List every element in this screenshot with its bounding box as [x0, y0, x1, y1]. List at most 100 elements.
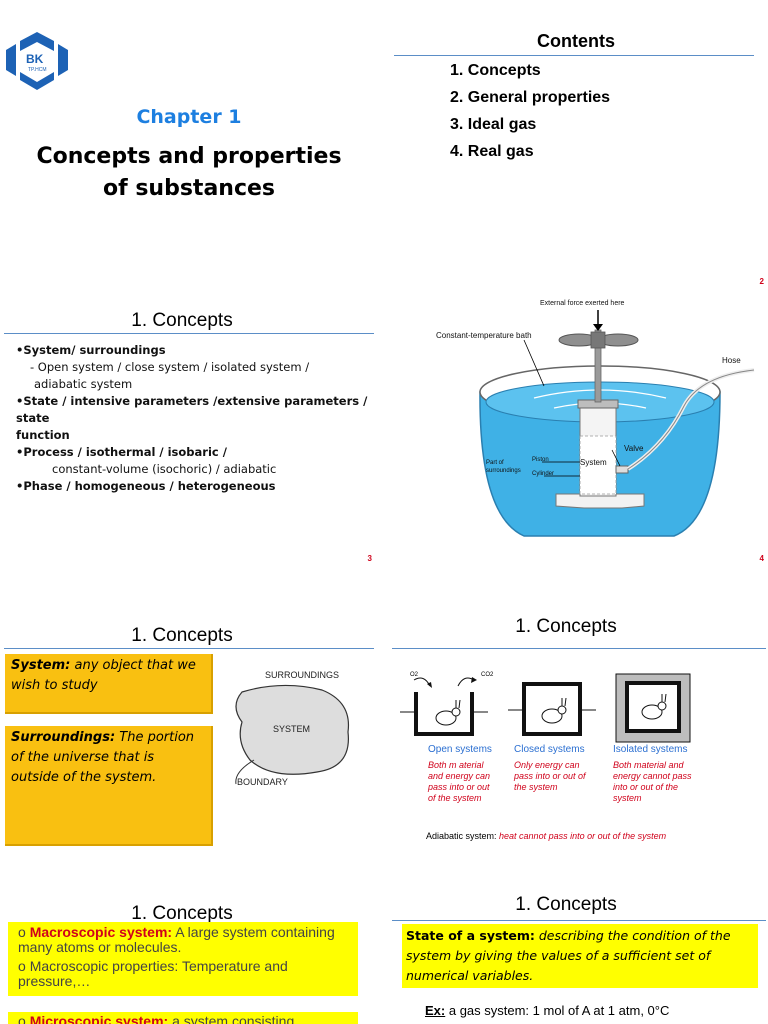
bullet-line: •System/ surroundings: [16, 343, 166, 357]
bullet-marker: o: [18, 924, 30, 940]
isolated-systems-label: Isolated systems: [613, 744, 688, 755]
label-co2: CO2: [481, 672, 494, 678]
label-surroundings: surroundings: [486, 468, 521, 474]
closed-system-diagram: [508, 682, 596, 736]
macroscopic-bullet: o Macroscopic system: A large system con…: [18, 925, 358, 955]
bullet-line: adiabatic system: [34, 377, 133, 391]
macroscopic-text: A large system containing many atoms or …: [18, 924, 335, 955]
slide-bath-illustration: External force exerted here Constant-tem…: [384, 286, 768, 572]
chapter-title-line2: of substances: [102, 176, 276, 201]
term-surroundings: Surroundings:: [11, 730, 116, 745]
page-number: 2: [759, 277, 764, 286]
slide-title: 1. Concepts: [515, 616, 617, 637]
isolated-system-diagram: [615, 673, 691, 743]
slide-title: 1. Concepts: [131, 310, 233, 331]
open-system-diagram: [400, 677, 488, 736]
surroundings-definition-text: The portion of the universe that is outs…: [11, 730, 195, 785]
label-part-of: Part of: [486, 460, 504, 466]
microscopic-text: a system consisting: [168, 1013, 295, 1024]
contents-list: 1. Concepts 2. General properties 3. Ide…: [450, 57, 610, 165]
isolated-systems-description: Both material and energy cannot pass int…: [613, 760, 692, 804]
chapter-label: Chapter 1: [136, 106, 242, 128]
page-number: 3: [367, 554, 372, 563]
title-rule: [4, 333, 374, 334]
contents-item: 4. Real gas: [450, 143, 534, 160]
state-definition-box: State of a system: describing the condit…: [402, 924, 758, 988]
macroscopic-properties-bullet: o Macroscopic properties: Temperature an…: [18, 959, 358, 989]
state-text: describing the condition of the system b…: [406, 928, 731, 983]
desc-line: energy cannot pass: [613, 771, 692, 781]
system-definition-box: System: any object that we wish to study: [5, 654, 213, 714]
chapter-title-line1: Concepts and properties: [36, 144, 342, 169]
logo-text: BK: [26, 52, 44, 66]
university-logo: [6, 32, 68, 90]
bullet-line: function: [16, 428, 70, 442]
state-term: State of a system:: [406, 928, 535, 943]
desc-line: pass into or out: [428, 782, 490, 792]
desc-line: Both material and: [613, 760, 684, 770]
adiabatic-definition: Adiabatic system: heat cannot pass into …: [426, 831, 666, 841]
closed-systems-description: Only energy can pass into or out of the …: [514, 760, 586, 793]
bullet-marker: o: [18, 1013, 30, 1024]
contents-item: 2. General properties: [450, 89, 611, 106]
desc-line: Both m aterial: [428, 760, 484, 770]
open-systems-label: Open systems: [428, 744, 492, 755]
bullet-marker: o: [18, 958, 30, 974]
surroundings-definition-box: Surroundings: The portion of the univers…: [5, 726, 213, 846]
desc-line: system: [613, 793, 642, 803]
macroscopic-properties-text: Macroscopic properties: Temperature and …: [18, 958, 288, 989]
slide-system-definition: 1. Concepts System: any object that we w…: [0, 572, 384, 858]
label-system: System: [580, 458, 607, 467]
open-systems-description: Both m aterial and energy can pass into …: [428, 760, 490, 804]
label-o2: O2: [410, 672, 419, 678]
desc-line: into or out of the: [613, 782, 679, 792]
adiabatic-term: Adiabatic system:: [426, 831, 497, 841]
page-number: 4: [759, 554, 764, 563]
label-bath: Constant-temperature bath: [436, 331, 532, 340]
desc-line: the system: [514, 782, 558, 792]
title-rule: [394, 55, 754, 56]
label-piston: Piston: [532, 457, 549, 463]
constant-temperature-bath-diagram: [479, 310, 755, 537]
slide-title: 1. Concepts: [131, 625, 233, 646]
adiabatic-text: heat cannot pass into or out of the syst…: [496, 831, 667, 841]
title-rule: [392, 648, 766, 649]
logo-subtext: TP.HCM: [28, 67, 47, 73]
desc-line: and energy can: [428, 771, 491, 781]
label-surroundings: SURROUNDINGS: [265, 670, 340, 680]
label-hose: Hose: [722, 356, 741, 365]
example-text: a gas system: 1 mol of A at 1 atm, 0°C: [445, 1003, 670, 1018]
label-system: SYSTEM: [273, 724, 311, 734]
bullet-line: •Process / isothermal / isobaric /: [16, 445, 227, 459]
slide-title: 1. Concepts: [515, 894, 617, 915]
contents-item: 3. Ideal gas: [450, 116, 537, 133]
bullet-line: •Phase / homogeneous / heterogeneous: [16, 479, 276, 493]
desc-line: pass into or out of: [514, 771, 586, 781]
example-line: Ex: a gas system: 1 mol of A at 1 atm, 0…: [425, 1003, 669, 1018]
slide-title: 1. Concepts: [131, 903, 233, 924]
microscopic-term: Microscopic system:: [29, 1013, 169, 1024]
bullet-line: constant-volume (isochoric) / adiabatic: [52, 462, 277, 476]
macroscopic-box: o Macroscopic system: A large system con…: [8, 922, 358, 996]
closed-systems-label: Closed systems: [514, 744, 585, 755]
title-rule: [4, 648, 374, 649]
label-cylinder: Cylinder: [532, 471, 555, 477]
slide-macroscopic: 1. Concepts o Macroscopic system: A larg…: [0, 858, 384, 1024]
label-external-force: External force exerted here: [540, 300, 625, 307]
title-rule: [392, 920, 766, 921]
term-system: System:: [11, 658, 71, 673]
label-boundary: BOUNDARY: [237, 777, 288, 787]
slide-concepts-list: 1. Concepts •System/ surroundings - Open…: [0, 286, 384, 572]
slide-contents: Contents 1. Concepts 2. General properti…: [384, 0, 768, 286]
bullet-line: - Open system / close system / isolated …: [30, 360, 310, 374]
slide-state: 1. Concepts State of a system: describin…: [384, 858, 768, 1024]
contents-item: 1. Concepts: [450, 62, 541, 79]
system-boundary-diagram: [235, 684, 350, 785]
system-definition-text: any object that we wish to study: [11, 658, 196, 693]
label-valve: Valve: [624, 444, 644, 453]
desc-line: Only energy can: [514, 760, 580, 770]
slide-title: BK TP.HCM Chapter 1 Concepts and propert…: [0, 0, 384, 286]
contents-title: Contents: [537, 31, 615, 51]
microscopic-box: o Microscopic system: a system consistin…: [8, 1012, 358, 1024]
example-label: Ex:: [425, 1003, 446, 1018]
